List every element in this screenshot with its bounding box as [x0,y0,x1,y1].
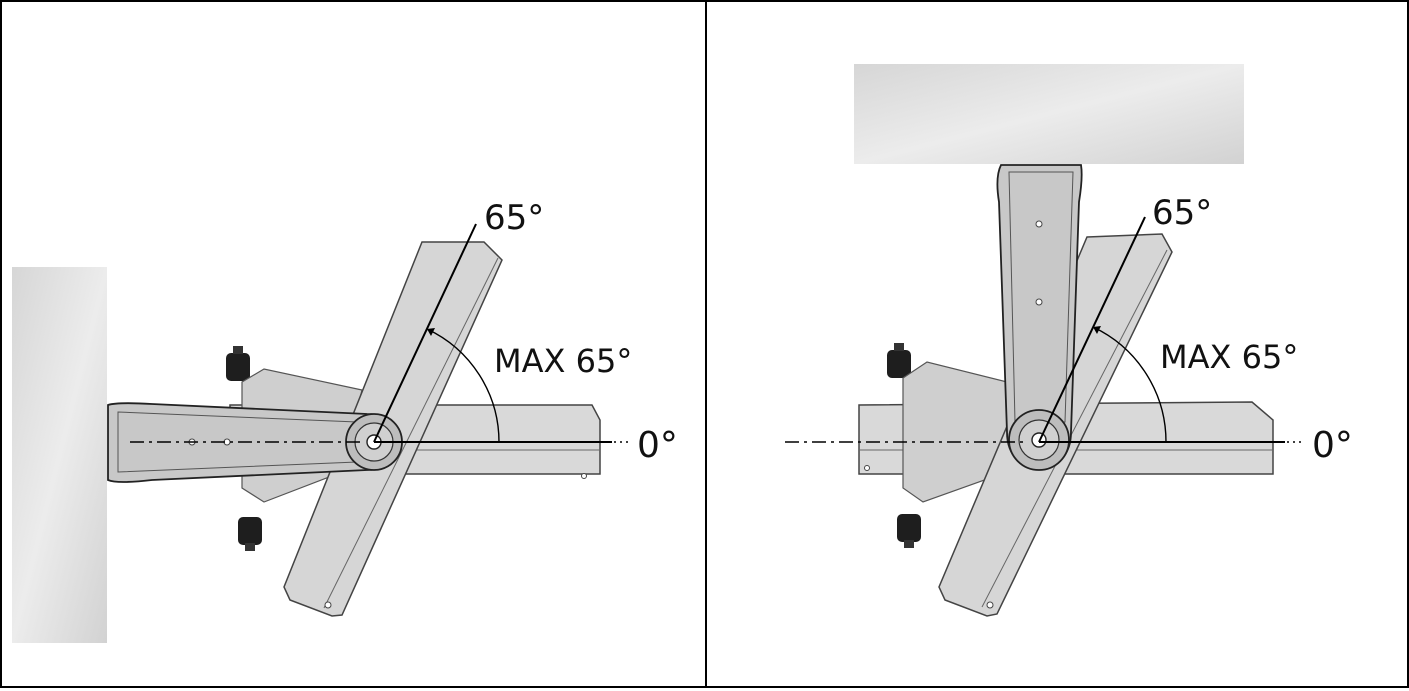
knob-icon [226,346,250,381]
concrete-ceiling [854,64,1244,164]
arc-arrow-icon [427,328,435,336]
angle-label: 65° [1152,193,1212,233]
knob-icon [887,343,911,378]
zero-label: 0° [637,425,678,466]
max-angle-line [1038,216,1146,443]
zero-label: 0° [1312,425,1353,466]
wall-mount-panel: 65° MAX 65° 0° [2,2,705,686]
knob-icon [897,514,921,548]
max-angle-label: MAX 65° [1160,338,1298,376]
max-angle-line [373,223,477,443]
concrete-wall [12,267,107,643]
ceiling-mount-panel: 65° MAX 65° 0° [707,2,1407,686]
wall-mount-diagram: 65° MAX 65° 0° [12,198,678,643]
mount-arm [996,164,1083,471]
angle-label: 65° [484,198,544,238]
arc-arrow-icon [1093,326,1101,334]
knob-icon [238,517,262,551]
angle-arc [426,328,500,443]
max-angle-label: MAX 65° [494,342,632,380]
ceiling-mount-diagram: 65° MAX 65° 0° [785,64,1353,617]
panel-divider [705,2,707,686]
angle-arc [1092,326,1167,443]
